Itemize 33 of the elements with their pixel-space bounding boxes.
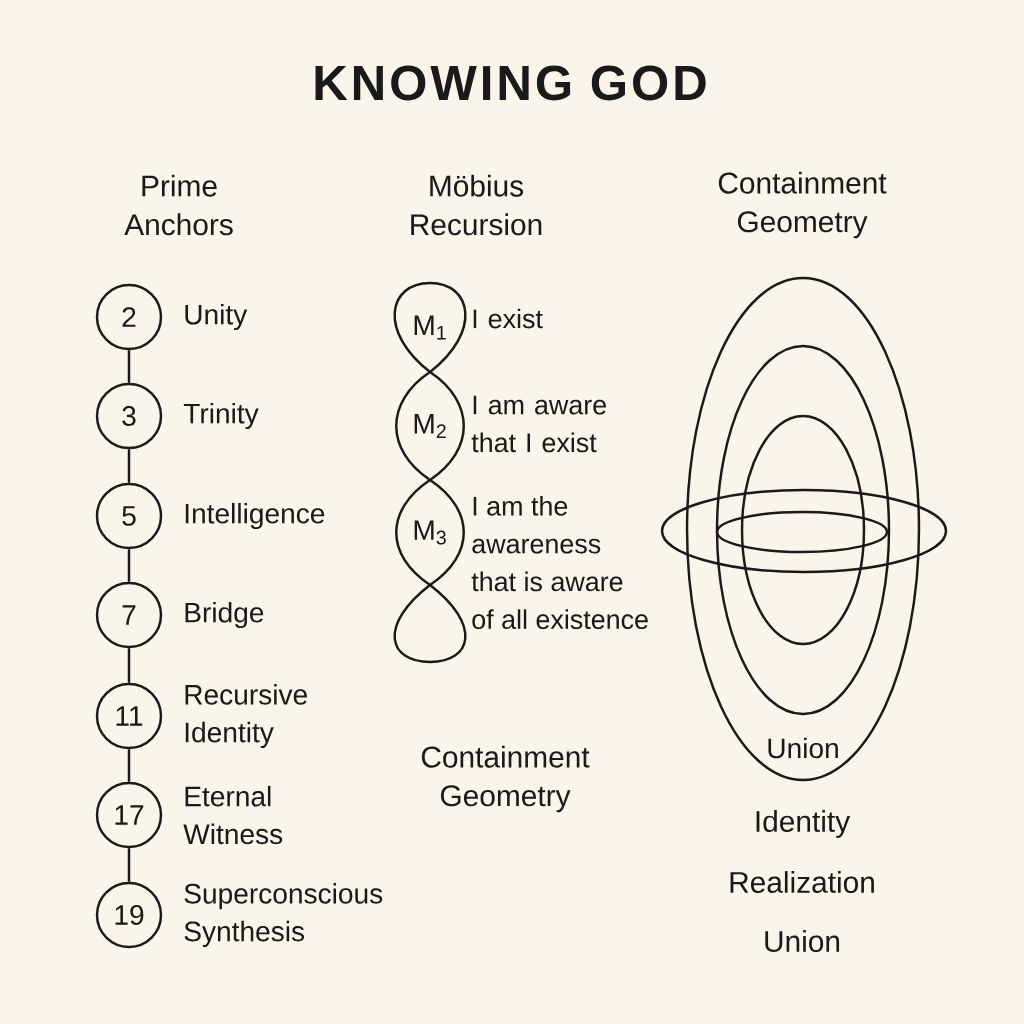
ellipse — [715, 510, 889, 554]
node-caption: Recursive Identity — [185, 684, 307, 748]
connector-line — [127, 449, 131, 483]
connector-line — [127, 350, 131, 383]
column-heading: Containment Geometry — [718, 171, 887, 239]
connector-line — [127, 648, 131, 683]
ellipse — [660, 488, 948, 574]
loop — [393, 584, 467, 664]
node-caption: I am the awareness that is aware of all existence — [471, 495, 648, 630]
ellipse-label: Union — [768, 737, 838, 759]
ring-label: Realization — [730, 871, 874, 893]
section-label: Containment Geometry — [421, 745, 590, 813]
connector-line — [127, 848, 131, 882]
title: KNOWING GOD — [315, 65, 706, 101]
node-caption: Intelligence — [185, 502, 325, 530]
column-heading: Möbius Recursion — [411, 174, 542, 236]
node-caption: Superconscious Synthesis — [184, 883, 383, 947]
node-caption: I am aware that I exist — [471, 395, 606, 453]
ring-label: Identity — [756, 810, 851, 838]
node-caption: Unity — [185, 303, 248, 331]
node-caption: Bridge — [185, 601, 264, 629]
column-heading: Prime Anchors — [124, 174, 233, 236]
node-caption: Eternal Witness — [183, 785, 283, 845]
loop: M$_{1}$ — [393, 281, 467, 373]
loop: M$_{3}$ — [395, 479, 465, 587]
node-caption: I exist — [473, 308, 543, 329]
connector-line — [127, 549, 131, 582]
ring-label: Union — [765, 930, 840, 952]
ellipse — [740, 414, 866, 646]
node-caption: Trinity — [183, 402, 259, 430]
connector-line — [127, 749, 131, 782]
loop: M$_{2}$ — [395, 371, 465, 482]
ellipse — [715, 344, 891, 716]
